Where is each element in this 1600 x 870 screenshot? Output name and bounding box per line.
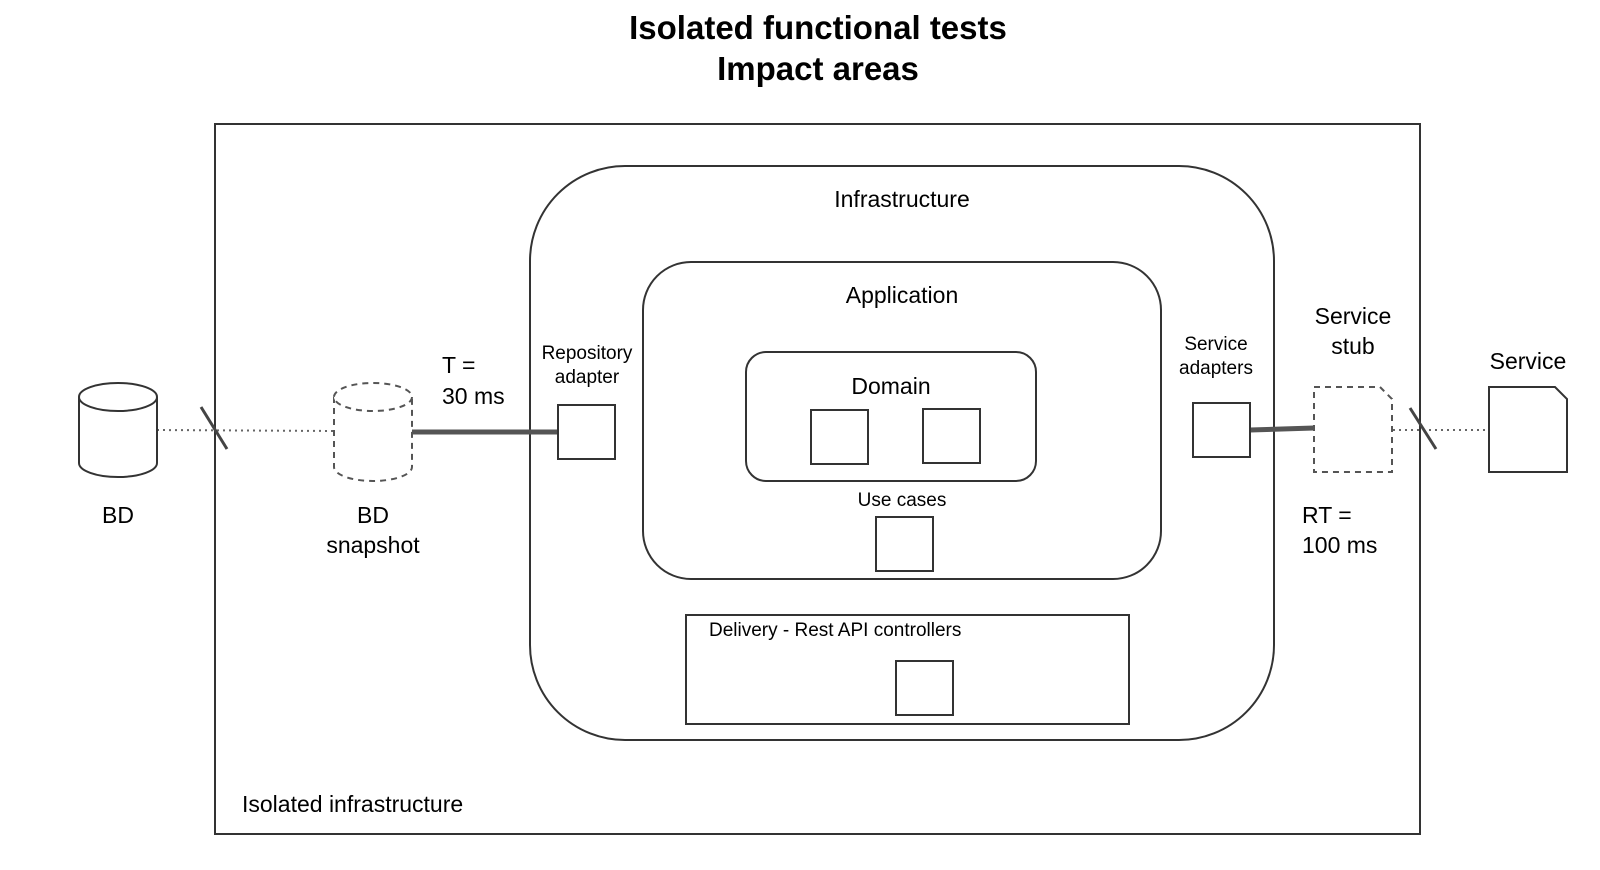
- service-adapters-label-line-2: adapters: [1179, 358, 1253, 379]
- service-stub-label-line-1: Service: [1315, 303, 1392, 329]
- diagram-title-line-1: Isolated functional tests: [629, 9, 1007, 46]
- service-stub-connection: [1249, 425, 1315, 433]
- delivery-label: Delivery - Rest API controllers: [709, 620, 961, 641]
- db-boundary-cut: [199, 406, 229, 450]
- database-icon: [78, 382, 158, 478]
- service-stub-icon: [1313, 386, 1393, 473]
- domain-label: Domain: [851, 373, 930, 399]
- repository-adapter-label-line-1: Repository: [542, 343, 633, 364]
- diagram-title-line-2: Impact areas: [717, 50, 919, 87]
- use-cases-label: Use cases: [858, 490, 947, 511]
- use-cases-component: [875, 516, 934, 572]
- database-snapshot-label-line-1: BD: [357, 502, 389, 528]
- db-latency-label-line-2: 30 ms: [442, 383, 505, 409]
- isolated-infrastructure-label: Isolated infrastructure: [242, 791, 463, 817]
- infrastructure-label: Infrastructure: [834, 186, 970, 212]
- delivery-component: [895, 660, 954, 716]
- service-adapters-label-line-1: Service: [1184, 334, 1247, 355]
- service-stub-label-line-2: stub: [1331, 333, 1374, 359]
- domain-layer: [745, 351, 1037, 482]
- infrastructure-layer: [529, 165, 1275, 741]
- domain-component-1: [810, 409, 869, 465]
- database-snapshot-label-line-2: snapshot: [326, 532, 420, 558]
- application-layer: [642, 261, 1162, 580]
- repository-adapter-box: [557, 404, 616, 460]
- application-label: Application: [846, 282, 959, 308]
- service-boundary-cut: [1408, 407, 1438, 450]
- repository-adapter-label-line-2: adapter: [555, 367, 620, 388]
- db-dotted-link: [156, 429, 334, 432]
- service-adapter-box: [1192, 402, 1251, 458]
- service-icon: [1488, 386, 1568, 473]
- database-label: BD: [102, 502, 134, 528]
- isolated-infrastructure-box: [214, 123, 1421, 835]
- domain-component-2: [922, 408, 981, 464]
- delivery-layer: [685, 614, 1130, 725]
- service-latency-label-line-2: 100 ms: [1302, 532, 1377, 558]
- database-snapshot-icon: [333, 382, 413, 482]
- db-latency-label-line-1: T =: [442, 352, 475, 378]
- service-latency-label-line-1: RT =: [1302, 502, 1352, 528]
- service-label: Service: [1490, 348, 1567, 374]
